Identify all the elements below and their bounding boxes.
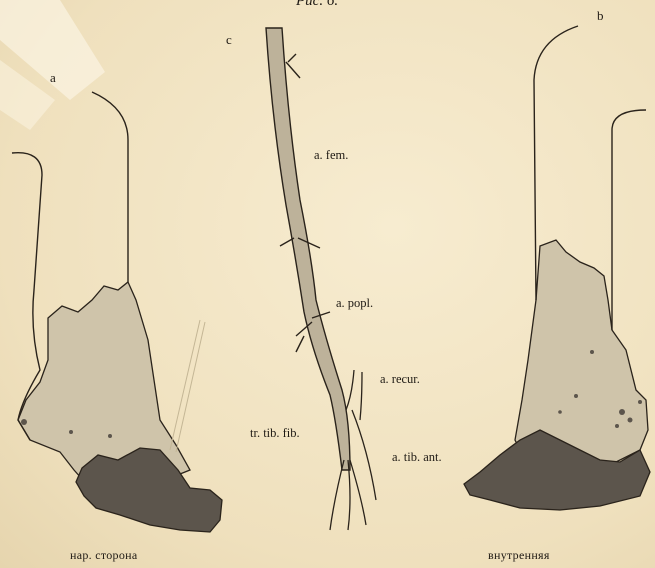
label-a-popl: a. popl.: [336, 296, 373, 311]
artery-trunk: [266, 28, 350, 470]
artery-branch: [286, 54, 300, 78]
leg-outline-front: [92, 92, 128, 282]
scratch: [176, 322, 205, 452]
leg-outer-view: [12, 92, 222, 532]
spot: [590, 350, 594, 354]
artery-diagram: [266, 28, 376, 530]
leg-outline-back: [612, 110, 646, 330]
leg-inner-view: [464, 26, 650, 510]
spot: [558, 410, 562, 414]
scratch: [170, 320, 200, 450]
label-tr-tib-fib: tr. tib. fib.: [250, 426, 300, 441]
spot: [615, 424, 619, 428]
artery-recur: [360, 372, 362, 420]
artery-terminal: [330, 460, 344, 530]
figure-title: Рис. 6.: [296, 0, 338, 10]
panel-label-c: c: [226, 32, 232, 48]
panel-label-a: a: [50, 70, 56, 86]
spot: [69, 430, 73, 434]
panel-label-b: b: [597, 8, 604, 24]
label-a-tib-ant: a. tib. ant.: [392, 450, 442, 465]
artery-recur: [346, 370, 354, 410]
label-a-recur: a. recur.: [380, 372, 420, 387]
artery-tib-ant: [352, 410, 376, 500]
spot: [21, 419, 27, 425]
caption-left: нар. сторона: [70, 548, 138, 563]
shaded-region-dark: [76, 448, 222, 532]
spot: [619, 409, 625, 415]
label-a-fem: a. fem.: [314, 148, 348, 163]
spot: [638, 400, 642, 404]
artery-terminal: [350, 460, 366, 525]
spot: [108, 434, 112, 438]
spot: [628, 418, 633, 423]
spot: [574, 394, 578, 398]
caption-right: внутренняя: [488, 548, 550, 563]
